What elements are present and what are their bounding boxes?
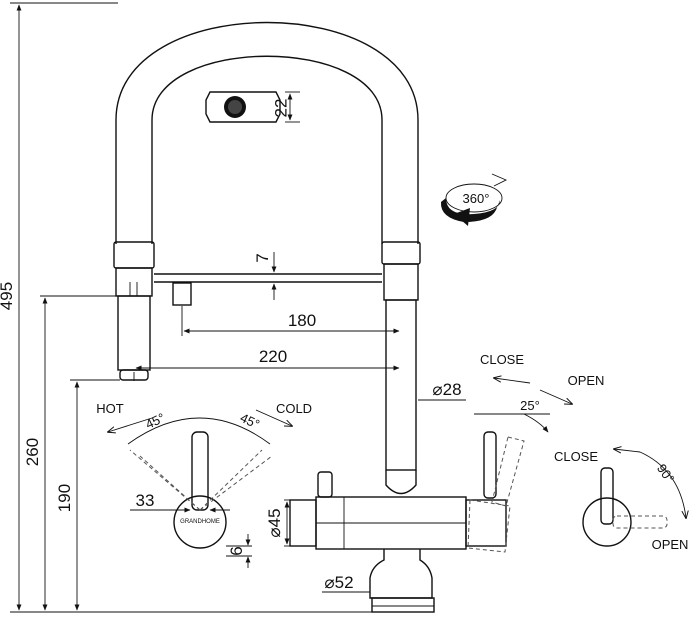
filter-angle-label: 25°: [520, 398, 540, 413]
body-end-cap: [289, 499, 317, 547]
rotation-arrow-icon: [454, 208, 470, 226]
filter-open-position: [467, 499, 511, 553]
filter-open-arrow-icon: [539, 389, 572, 404]
cold-label: COLD: [276, 401, 312, 416]
side-lever-open: [612, 515, 668, 529]
cold-arrow-icon: [255, 409, 292, 426]
side-open-arrow-icon: [639, 451, 686, 518]
holder-reach-label: 180: [288, 311, 316, 330]
mixer-base-circle: [173, 495, 227, 549]
mount-diameter-label: ⌀52: [324, 573, 353, 592]
column-collar: [381, 241, 421, 265]
cold-position: [199, 449, 263, 511]
filter-lever-annotations: CLOSE OPEN 25°: [474, 352, 605, 433]
spring-hose-outer: [115, 21, 419, 244]
rotation-label: 360°: [463, 191, 490, 206]
total-height-label: 495: [0, 282, 16, 310]
handle-offset-label: 33: [136, 491, 155, 510]
filter-close-arrow-icon: [494, 378, 531, 384]
aerator-callout: [205, 91, 281, 123]
spray-head-grip: [115, 267, 153, 297]
rotation-band: [440, 198, 500, 222]
aerator-mesh: [228, 100, 242, 114]
hot-arrow-icon: [108, 417, 153, 432]
mount-stem: [369, 549, 433, 599]
cold-angle-label: 45°: [238, 410, 262, 432]
base-diameter-label: ⌀45: [265, 508, 284, 537]
spring-hose-inner: [151, 55, 383, 244]
spray-head-body: [117, 295, 151, 371]
filter-lever: [483, 431, 497, 499]
height-dimensions: 495 260 190: [0, 2, 372, 613]
aerator-detail: 22: [205, 91, 300, 123]
body-diameter-label: ⌀28: [432, 380, 461, 399]
holder-clip: [172, 282, 192, 306]
side-close-label: CLOSE: [554, 449, 598, 464]
base-step-label: 6: [227, 546, 246, 555]
side-close-arrow-icon: [614, 449, 641, 452]
cold-position: [199, 455, 273, 511]
faucet-outline: [113, 21, 525, 613]
aerator-dimension: 22: [271, 99, 290, 118]
spout-height-label: 260: [23, 438, 42, 466]
column-grip: [383, 263, 419, 301]
filter-open-label: OPEN: [568, 373, 605, 388]
reach-dimensions: 7 180 220 ⌀28 ⌀45 ⌀52: [133, 252, 466, 593]
hot-angle-label: 45°: [143, 410, 167, 432]
mixer-lever: [317, 471, 333, 498]
side-lever-closed: [600, 467, 614, 525]
mount-plate: [371, 597, 435, 613]
side-base-circle: [582, 497, 632, 547]
hot-label: HOT: [96, 401, 124, 416]
column-body: [385, 299, 417, 471]
brand-logo: GRANDHOME: [180, 519, 220, 525]
angle-arc: [523, 413, 549, 433]
filter-close-label: CLOSE: [480, 352, 524, 367]
rotation-arrow-head: [491, 173, 508, 187]
mixer-arc: [127, 417, 271, 445]
column-base: [385, 470, 417, 495]
rotation-indicator: 360°: [440, 173, 508, 226]
filter-cartridge: [465, 499, 507, 547]
mixer-lever-view: GRANDHOME HOT COLD 45° 45° 33 6: [96, 401, 312, 568]
spout-reach-label: 220: [259, 347, 287, 366]
filter-lever-open: [491, 436, 525, 507]
outlet-height-label: 190: [55, 484, 74, 512]
holder-gap-label: 7: [253, 253, 272, 262]
mixer-handle: [191, 431, 209, 511]
side-lever-view: CLOSE OPEN 90°: [554, 449, 688, 552]
side-open-label: OPEN: [652, 537, 689, 552]
spray-head-collar: [113, 241, 155, 269]
